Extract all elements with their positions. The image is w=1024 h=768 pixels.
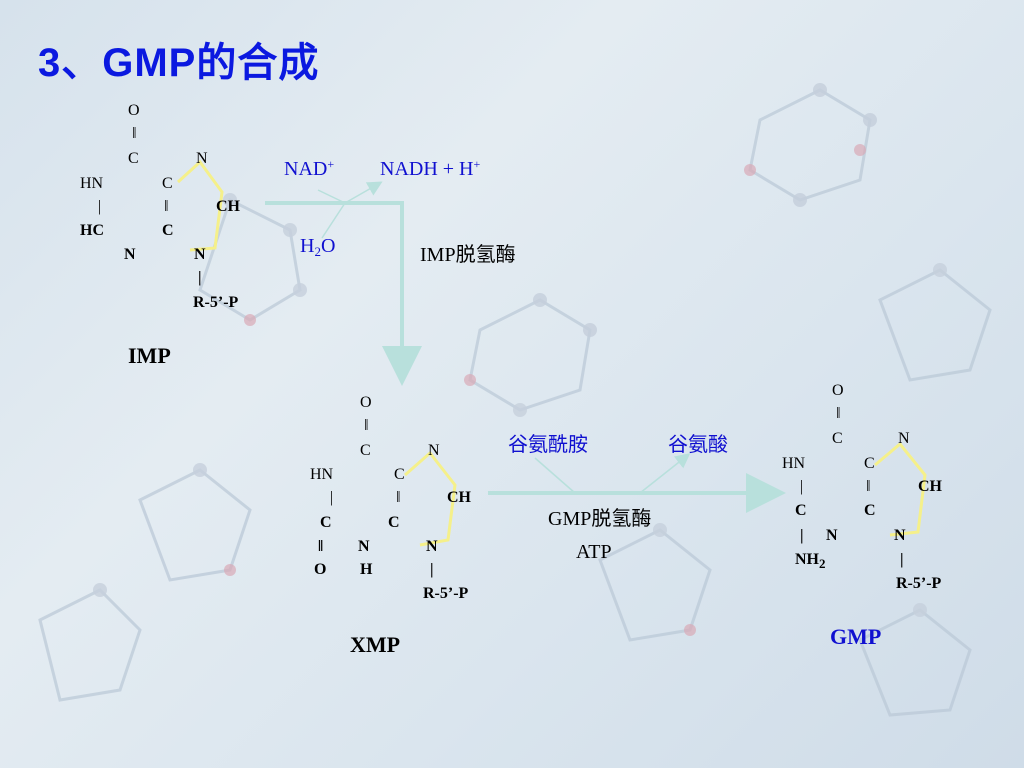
imp-hn: HN bbox=[80, 175, 104, 192]
gmp-c4: C bbox=[864, 502, 876, 519]
gmp-n9: N bbox=[894, 527, 906, 544]
gmp-ch: CH bbox=[918, 478, 942, 495]
imp-double-bond: ‖ bbox=[132, 125, 137, 142]
imp-name: IMP bbox=[128, 343, 171, 368]
xmp-double-bond-3: ‖ bbox=[318, 538, 324, 555]
glutamine-label: 谷氨酰胺 bbox=[508, 434, 588, 456]
xmp-hn: HN bbox=[310, 466, 334, 483]
gmp-c5: C bbox=[864, 455, 875, 472]
gmp-synthetase-label: GMP脱氢酶 bbox=[548, 508, 652, 530]
xmp-bond: | bbox=[330, 489, 334, 506]
gmp-hn: HN bbox=[782, 455, 806, 472]
gmp-ribose-phosphate: R-5’-P bbox=[896, 575, 942, 592]
imp-ribose-phosphate: R-5’-P bbox=[193, 294, 239, 311]
imp-c5: C bbox=[162, 175, 173, 192]
xmp-ch: CH bbox=[447, 489, 471, 506]
gmp-double-bond-2: ‖ bbox=[866, 478, 871, 495]
xmp-bond-2: | bbox=[430, 561, 434, 578]
gmp-c2: C bbox=[795, 502, 807, 519]
nadh-label: NADH + H+ bbox=[380, 157, 481, 180]
xmp-double-bond-2: ‖ bbox=[396, 489, 401, 506]
gmp-bond-2: | bbox=[900, 551, 904, 568]
imp-ch: CH bbox=[216, 198, 240, 215]
glutamate-label: 谷氨酸 bbox=[668, 434, 728, 456]
atp-label: ATP bbox=[576, 541, 612, 563]
h2o-label: H2O bbox=[300, 235, 336, 259]
imp-double-bond-2: ‖ bbox=[164, 198, 169, 215]
gmp-nh2: NH2 bbox=[795, 551, 826, 571]
imp-hc: HC bbox=[80, 222, 104, 239]
gmp-bond: | bbox=[800, 478, 804, 495]
imp-bond-2: | bbox=[198, 269, 202, 286]
gmp-double-bond: ‖ bbox=[836, 405, 841, 422]
xmp-n9: N bbox=[426, 538, 438, 555]
imp-n3: N bbox=[124, 246, 136, 263]
imp-bond: | bbox=[98, 198, 102, 215]
xmp-ribose-phosphate: R-5’-P bbox=[423, 585, 469, 602]
gmp-name: GMP bbox=[830, 624, 882, 649]
xmp-name: XMP bbox=[350, 632, 401, 657]
imp-dehydrogenase-label: IMP脱氢酶 bbox=[420, 244, 516, 266]
gmp-n3: N bbox=[826, 527, 838, 544]
xmp-o: O bbox=[360, 394, 372, 411]
imp-n9: N bbox=[194, 246, 206, 263]
gmp-bond-3: | bbox=[800, 527, 804, 544]
xmp-n7: N bbox=[428, 442, 440, 459]
page-title: 3、GMP的合成 bbox=[38, 41, 320, 85]
nad-label: NAD+ bbox=[284, 157, 335, 180]
imp-o: O bbox=[128, 102, 140, 119]
gmp-c6: C bbox=[832, 430, 843, 447]
xmp-c6: C bbox=[360, 442, 371, 459]
xmp-c5: C bbox=[394, 466, 405, 483]
imp-c6: C bbox=[128, 150, 139, 167]
xmp-o2: O bbox=[314, 561, 327, 578]
gmp-o: O bbox=[832, 382, 844, 399]
xmp-c4: C bbox=[388, 514, 400, 531]
gmp-n7: N bbox=[898, 430, 910, 447]
xmp-h: H bbox=[360, 561, 373, 578]
xmp-n3: N bbox=[358, 538, 370, 555]
imp-n7: N bbox=[196, 150, 208, 167]
xmp-c2: C bbox=[320, 514, 332, 531]
imp-c4: C bbox=[162, 222, 174, 239]
xmp-double-bond: ‖ bbox=[364, 417, 369, 434]
